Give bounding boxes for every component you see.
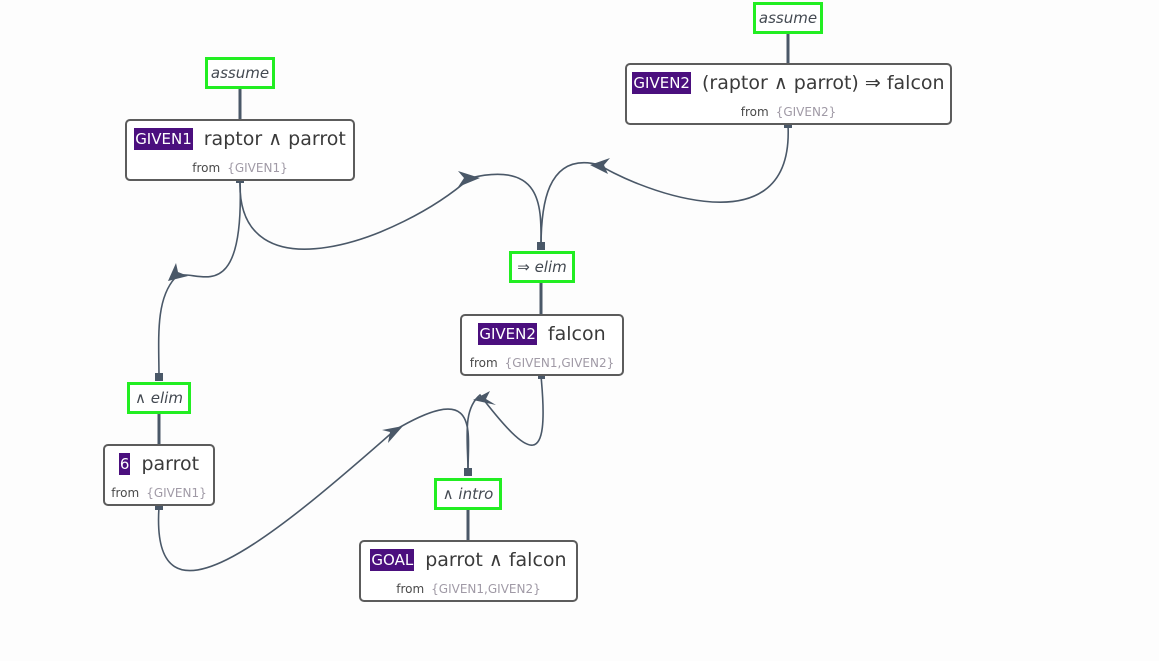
node-formula: parrot ∧ falcon <box>425 549 567 571</box>
port <box>538 373 545 379</box>
rule-assume-given1[interactable]: assume <box>205 57 275 89</box>
node-tag: GOAL <box>370 549 415 571</box>
rule-assume-given2[interactable]: assume <box>753 2 823 34</box>
wire-given2-to-impelim <box>540 124 789 248</box>
node-dependency-line: from {GIVEN2} <box>627 105 950 119</box>
dependency-set: {GIVEN2} <box>775 105 837 119</box>
node-formula: raptor ∧ parrot <box>203 128 346 150</box>
node-tag: GIVEN2 <box>632 72 691 94</box>
wire-given1-to-impelim <box>239 173 542 250</box>
dependency-set: {GIVEN1,GIVEN2} <box>504 356 615 370</box>
from-label: from <box>111 486 140 500</box>
node-formula-line: GOAL parrot ∧ falcon <box>361 549 576 571</box>
node-parrot[interactable]: 6 parrot from {GIVEN1} <box>103 444 215 506</box>
node-dependency-line: from {GIVEN1,GIVEN2} <box>462 356 622 370</box>
node-tag: 6 <box>118 453 131 475</box>
node-given1[interactable]: GIVEN1 raptor ∧ parrot from {GIVEN1} <box>125 119 355 181</box>
node-formula: (raptor ∧ parrot) ⇒ falcon <box>701 72 945 94</box>
node-formula-line: 6 parrot <box>105 453 213 475</box>
node-tag: GIVEN1 <box>134 128 193 150</box>
node-tag: GIVEN2 <box>478 323 537 345</box>
wire-arrow <box>168 263 188 281</box>
wire-arrow <box>473 391 496 405</box>
rule-implies-elim[interactable]: ⇒ elim <box>509 251 575 283</box>
port <box>155 373 163 381</box>
node-formula-line: GIVEN2 (raptor ∧ parrot) ⇒ falcon <box>627 72 950 94</box>
from-label: from <box>469 356 498 370</box>
rule-and-elim[interactable]: ∧ elim <box>127 382 191 414</box>
wire-arrow <box>458 171 480 187</box>
node-formula: parrot <box>141 453 200 475</box>
node-given2[interactable]: GIVEN2 (raptor ∧ parrot) ⇒ falcon from {… <box>625 63 952 125</box>
node-dependency-line: from {GIVEN1,GIVEN2} <box>361 582 576 596</box>
port <box>464 468 472 476</box>
dependency-set: {GIVEN1,GIVEN2} <box>431 582 541 596</box>
port <box>784 122 792 128</box>
wire-arrow <box>382 426 403 443</box>
from-label: from <box>396 582 425 596</box>
node-formula: falcon <box>547 323 606 345</box>
node-formula-line: GIVEN2 falcon <box>462 323 622 345</box>
wire-parrot-to-andintro <box>157 408 470 572</box>
port <box>537 242 545 250</box>
node-formula-line: GIVEN1 raptor ∧ parrot <box>127 128 353 150</box>
from-label: from <box>192 161 221 175</box>
dependency-set: {GIVEN1} <box>146 486 207 500</box>
dependency-set: {GIVEN1} <box>227 161 288 175</box>
node-falcon[interactable]: GIVEN2 falcon from {GIVEN1,GIVEN2} <box>460 314 624 376</box>
rule-and-intro[interactable]: ∧ intro <box>434 478 502 510</box>
port <box>155 504 163 510</box>
wire-arrow <box>590 158 610 174</box>
node-goal[interactable]: GOAL parrot ∧ falcon from {GIVEN1,GIVEN2… <box>359 540 578 602</box>
from-label: from <box>740 105 769 119</box>
wire-falcon-to-andintro <box>466 375 544 473</box>
node-dependency-line: from {GIVEN1} <box>127 161 353 175</box>
node-dependency-line: from {GIVEN1} <box>105 486 213 500</box>
